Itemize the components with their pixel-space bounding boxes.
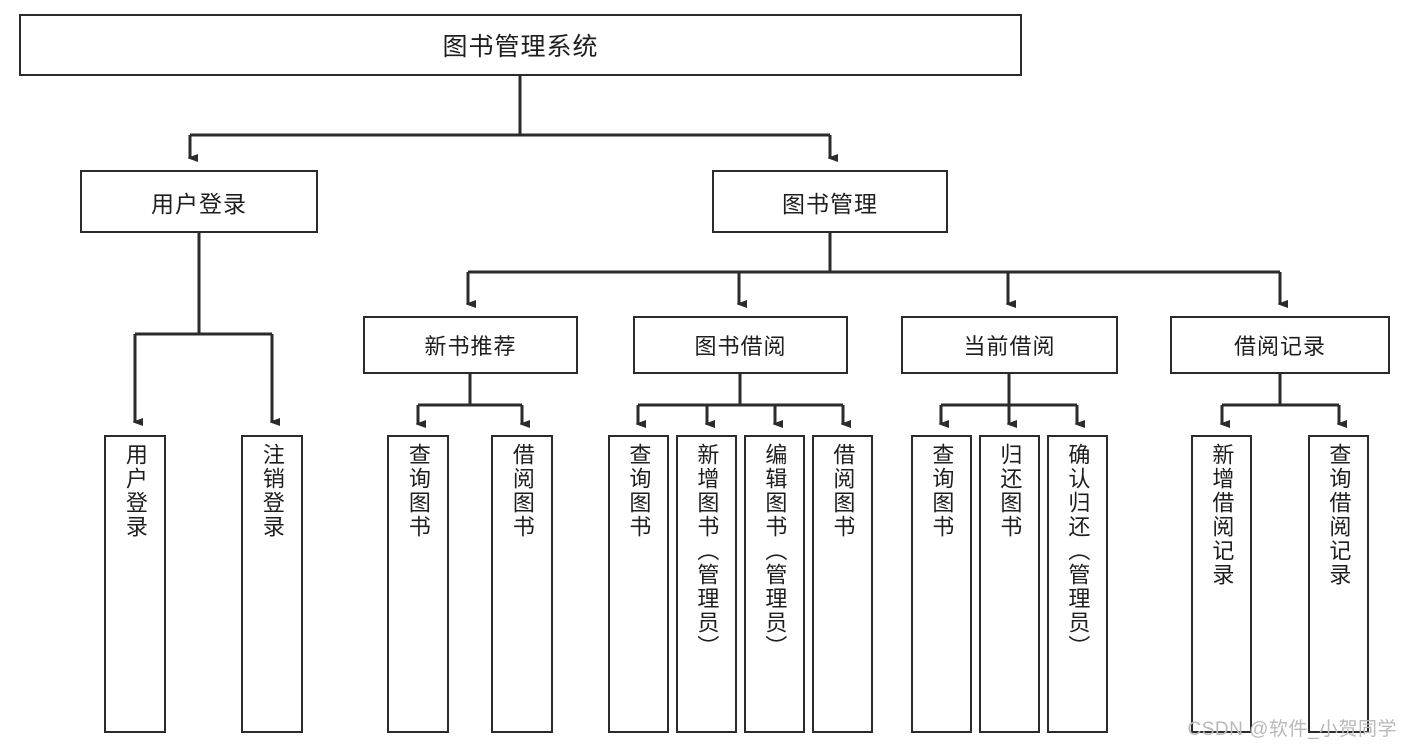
leaf-logout[interactable]: 注销登录 — [241, 435, 303, 733]
node-label: 借阅记录 — [1233, 334, 1326, 359]
leaf-add-book-admin[interactable]: 新增图书（管理员） — [676, 435, 737, 733]
leaf-confirm-return-admin[interactable]: 确认归还（管理员） — [1047, 435, 1108, 733]
leaf-query-books-current[interactable]: 查询图书 — [911, 435, 972, 733]
leaf-query-borrow-record[interactable]: 查询借阅记录 — [1308, 435, 1369, 733]
leaf-add-borrow-record[interactable]: 新增借阅记录 — [1191, 435, 1252, 733]
node-label: 查询图书 — [405, 443, 431, 539]
node-label: 新增借阅记录 — [1209, 443, 1235, 587]
node-label: 查询图书 — [626, 443, 652, 539]
leaf-edit-book-admin[interactable]: 编辑图书（管理员） — [744, 435, 805, 733]
node-book-management[interactable]: 图书管理 — [712, 170, 948, 233]
node-label: 新书推荐 — [424, 334, 517, 359]
node-label: 用户登录 — [151, 190, 247, 217]
node-book-management-system[interactable]: 图书管理系统 — [19, 14, 1022, 76]
node-label: 借阅图书 — [509, 443, 535, 539]
node-label: 归还图书 — [997, 443, 1023, 539]
node-label: 确认归还（管理员） — [1065, 443, 1091, 659]
node-label: 图书借阅 — [694, 334, 787, 359]
leaf-query-books-borrow[interactable]: 查询图书 — [608, 435, 669, 733]
leaf-borrow-books-recommend[interactable]: 借阅图书 — [491, 435, 553, 733]
leaf-user-login[interactable]: 用户登录 — [104, 435, 166, 733]
node-label: 图书管理 — [782, 190, 878, 217]
leaf-borrow-books[interactable]: 借阅图书 — [812, 435, 873, 733]
leaf-return-books[interactable]: 归还图书 — [979, 435, 1040, 733]
node-label: 编辑图书（管理员） — [762, 443, 788, 659]
node-book-borrowing[interactable]: 图书借阅 — [633, 316, 848, 374]
leaf-query-books-recommend[interactable]: 查询图书 — [387, 435, 449, 733]
node-label: 新增图书（管理员） — [694, 443, 720, 659]
node-label: 注销登录 — [259, 443, 285, 539]
node-label: 用户登录 — [122, 443, 148, 539]
node-label: 借阅图书 — [830, 443, 856, 539]
node-user-login[interactable]: 用户登录 — [80, 170, 318, 233]
node-label: 查询借阅记录 — [1326, 443, 1352, 587]
csdn-watermark: CSDN @软件_小贺同学 — [1187, 719, 1397, 740]
node-current-borrowing[interactable]: 当前借阅 — [901, 316, 1118, 374]
node-label: 查询图书 — [929, 443, 955, 539]
node-borrowing-record[interactable]: 借阅记录 — [1170, 316, 1390, 374]
node-label: 当前借阅 — [963, 334, 1056, 359]
node-label: 图书管理系统 — [442, 33, 599, 61]
node-new-book-recommendation[interactable]: 新书推荐 — [363, 316, 578, 374]
